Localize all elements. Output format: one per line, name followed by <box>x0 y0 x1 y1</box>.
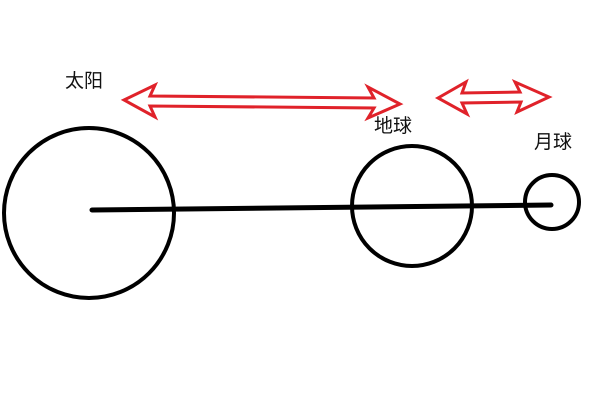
earth-moon-distance-arrow <box>434 78 553 118</box>
moon-label: 月球 <box>534 131 573 153</box>
sun-circle <box>2 126 176 300</box>
moon-circle <box>523 173 581 231</box>
sun-label: 太阳 <box>65 70 104 92</box>
alignment-line <box>89 202 554 213</box>
earth-label: 地球 <box>374 115 413 137</box>
sun-earth-distance-arrow <box>120 81 404 122</box>
